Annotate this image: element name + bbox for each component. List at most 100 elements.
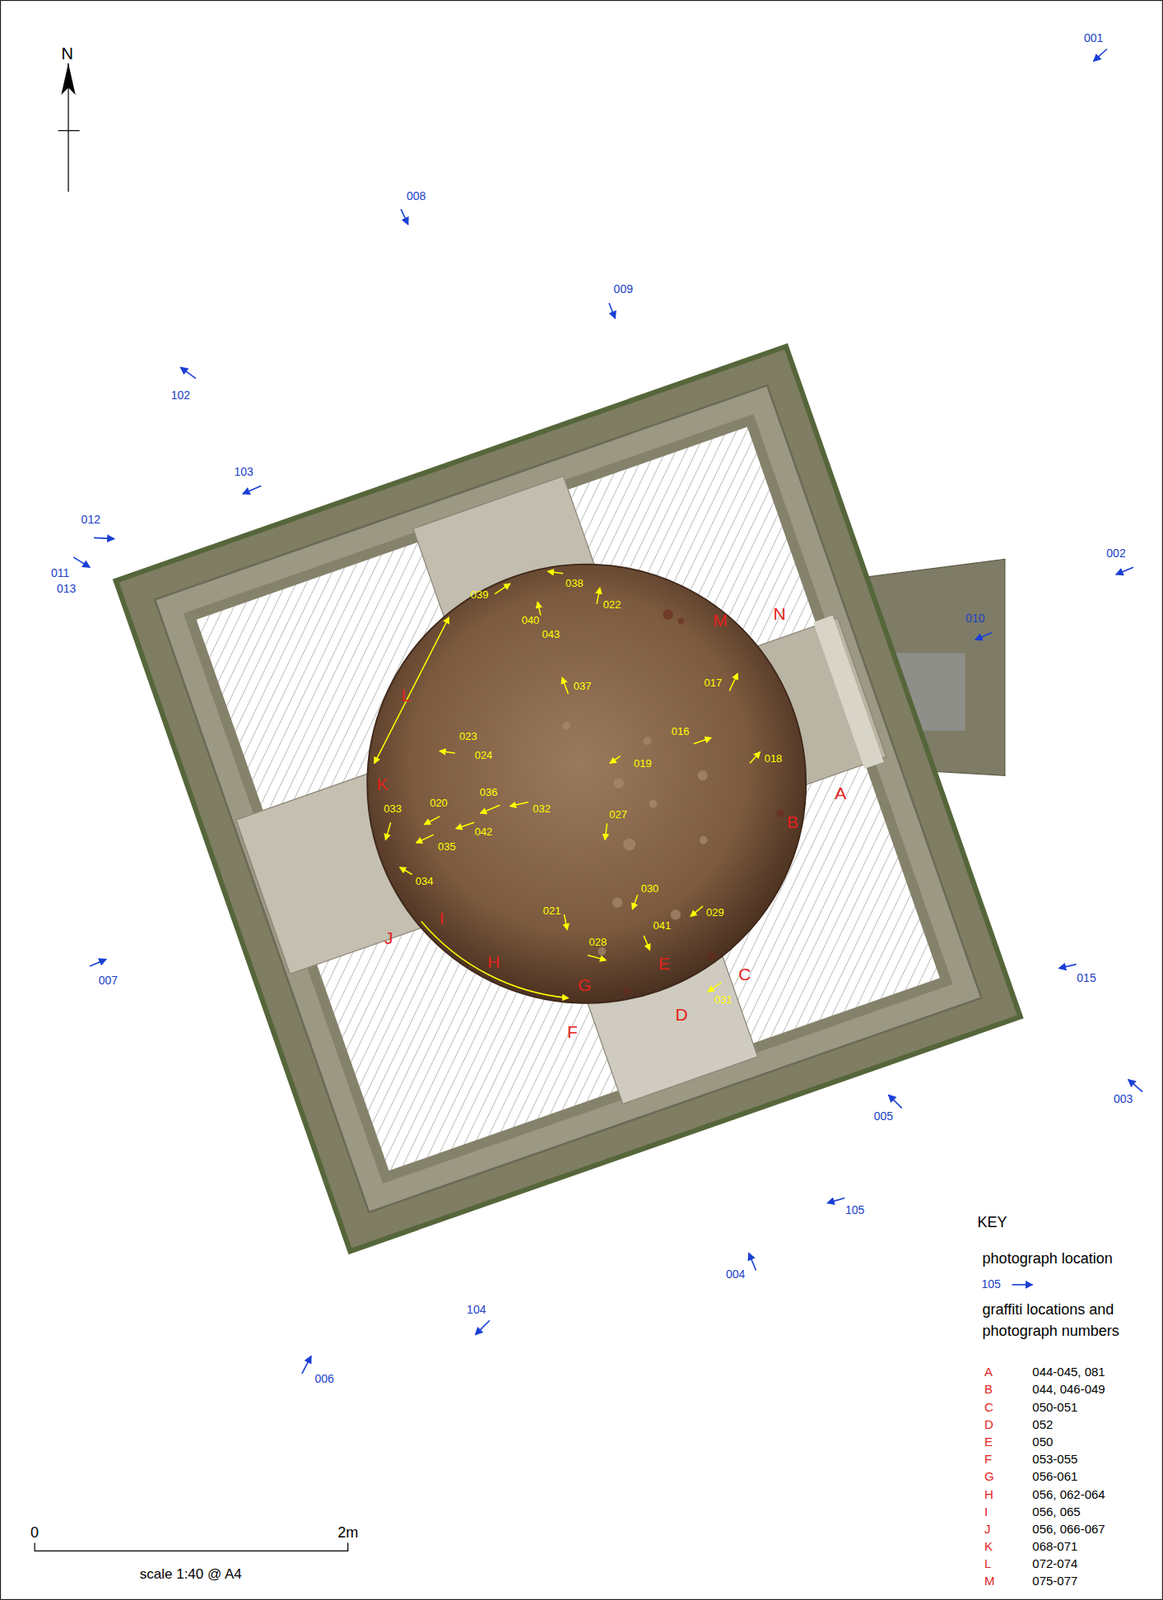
photo-arrow	[975, 632, 992, 641]
photo-arrow	[73, 49, 1143, 1374]
photo-number: 104	[466, 1303, 486, 1317]
photo-number: 001	[1083, 32, 1103, 45]
monument-plan	[561, 721, 573, 732]
scale-caption: scale 1:40 @ A4	[139, 1566, 242, 1582]
monument-plan	[775, 808, 787, 819]
legend-text: photograph location	[982, 1251, 1113, 1268]
photo-number: 015	[1076, 972, 1096, 985]
photo-arrow	[302, 1356, 312, 1374]
graffiti-photo-number: 031	[714, 994, 733, 1006]
scale-value: 2m	[337, 1525, 359, 1542]
photo-number: 103	[234, 465, 254, 479]
key-photo-range: 075-077	[1032, 1574, 1078, 1589]
key-letter: L	[984, 1557, 991, 1572]
photo-number: 004	[725, 1269, 745, 1282]
graffiti-arrow	[562, 677, 568, 694]
graffiti-photo-number: 041	[653, 920, 672, 932]
graffiti-arrow	[563, 914, 568, 931]
graffiti-location-letter: N	[772, 604, 786, 624]
monument-plan	[677, 617, 685, 625]
key-letter: B	[984, 1382, 993, 1397]
key-heading: photograph numbers	[982, 1323, 1120, 1340]
graffiti-arrow	[494, 583, 511, 594]
graffiti-arrow	[510, 801, 529, 806]
key-photo-range: 068-071	[1032, 1539, 1078, 1554]
photo-arrow	[748, 1252, 757, 1270]
monument-plan	[508, 595, 825, 997]
key-letter: C	[984, 1400, 994, 1415]
photo-arrow	[1128, 1079, 1143, 1093]
photo-number: 102	[171, 389, 191, 402]
graffiti-photo-number: 028	[588, 936, 607, 949]
graffiti-photo-number: 037	[573, 680, 592, 693]
graffiti-location-letter: I	[439, 908, 445, 928]
graffiti-photo-number: 038	[565, 577, 584, 590]
graffiti-arrow	[707, 982, 722, 992]
photo-arrow	[888, 1094, 903, 1108]
photo-number: 011	[51, 567, 70, 580]
graffiti-arrow	[424, 816, 441, 825]
key-photo-range: 056, 066-067	[1032, 1522, 1105, 1537]
monument-plan	[813, 615, 884, 769]
photo-arrow	[827, 1198, 845, 1204]
graffiti-photo-number: 019	[633, 758, 652, 770]
graffiti-arrow	[374, 617, 449, 763]
photo-arrow	[73, 557, 90, 568]
graffiti-location-letter: M	[712, 610, 728, 630]
key-letter: F	[984, 1452, 992, 1467]
photo-arrow	[475, 1320, 490, 1335]
key-heading: KEY	[976, 1214, 1007, 1232]
graffiti-arrow	[693, 737, 712, 744]
graffiti-arrow	[537, 601, 541, 615]
graffiti-location-letter: D	[674, 1005, 688, 1025]
key-letter: A	[984, 1365, 993, 1380]
graffiti-photo-number: 034	[415, 875, 434, 888]
graffiti-location-letter: H	[487, 952, 500, 972]
photo-arrow	[180, 367, 196, 379]
key-photo-range: 044, 046-049	[1032, 1382, 1105, 1397]
photo-arrow	[1116, 567, 1134, 575]
key-photo-range: 072-074	[1032, 1557, 1078, 1572]
graffiti-arrow	[455, 822, 475, 829]
key-letter: D	[984, 1417, 994, 1432]
graffiti-arrow	[439, 750, 456, 753]
monument-plan	[116, 346, 1021, 1252]
photo-arrow	[1059, 964, 1077, 969]
graffiti-photo-number: 029	[706, 907, 725, 919]
photo-arrow	[242, 485, 261, 494]
monument-plan	[669, 907, 683, 922]
monument-plan	[196, 427, 940, 1171]
key-heading: graffiti locations and	[982, 1302, 1115, 1319]
graffiti-arrow	[374, 571, 761, 998]
photo-number: 012	[81, 513, 101, 526]
photo-arrow	[89, 958, 107, 967]
key-photo-range: 044-045, 081	[1032, 1365, 1105, 1380]
monument-plan	[641, 735, 653, 747]
monument-plan	[621, 986, 633, 997]
graffiti-location-letter: J	[384, 929, 394, 949]
photo-number: 105	[981, 1278, 1001, 1291]
graffiti-photo-number: 036	[479, 786, 498, 799]
photo-number: 009	[614, 283, 633, 296]
key-letter: J	[984, 1522, 991, 1537]
graffiti-arrow	[749, 752, 760, 764]
graffiti-photo-number: 021	[543, 905, 562, 917]
monument-plan	[612, 776, 626, 791]
graffiti-location-letter: K	[376, 775, 389, 795]
graffiti-photo-number: 035	[437, 841, 456, 853]
photo-arrow	[1012, 1283, 1033, 1286]
compass-letter: N	[61, 44, 74, 63]
graffiti-photo-number: 042	[474, 826, 494, 838]
monument-plan	[307, 504, 866, 1064]
monument-plan	[116, 346, 1021, 1252]
graffiti-photo-number: 032	[532, 803, 551, 815]
graffiti-arrow	[729, 673, 738, 691]
photo-number: 010	[965, 613, 985, 626]
key-photo-range: 056, 065	[1032, 1504, 1080, 1519]
graffiti-location-letter: B	[786, 812, 799, 832]
graffiti-photo-number: 030	[641, 882, 660, 894]
graffiti-arrow	[386, 822, 391, 840]
monument-plan	[522, 683, 753, 957]
graffiti-arrow	[690, 906, 703, 917]
